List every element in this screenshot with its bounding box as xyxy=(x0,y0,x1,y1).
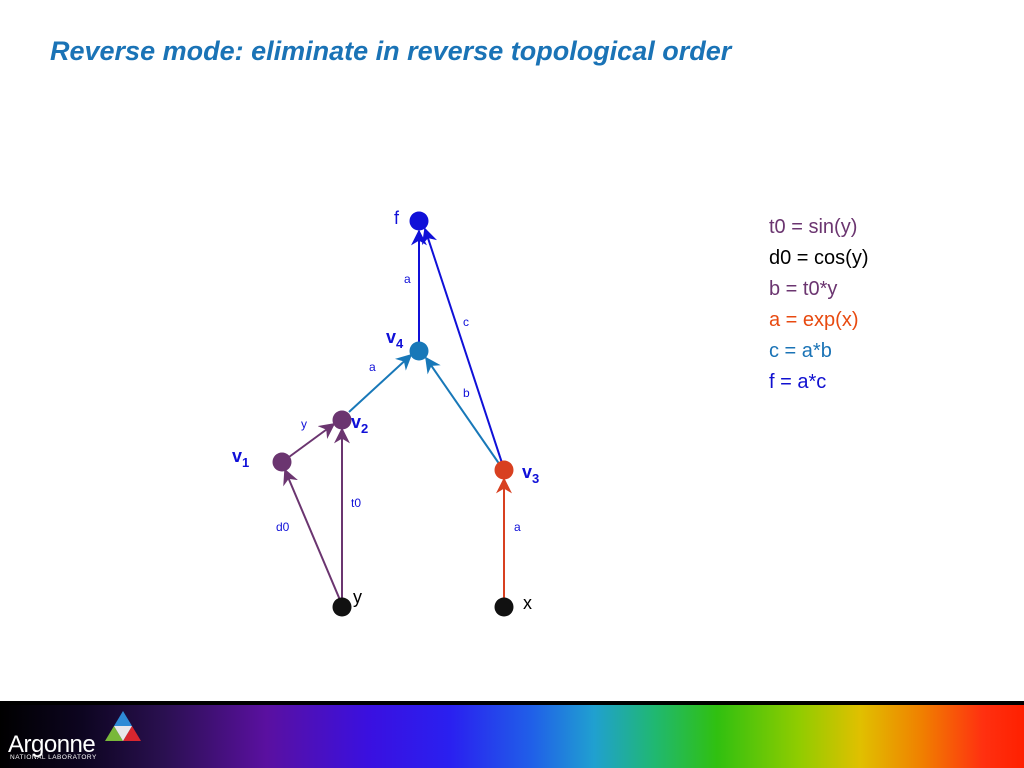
argonne-triangle-icon xyxy=(105,711,141,741)
node-label-v2: v2 xyxy=(351,412,368,436)
node-x xyxy=(494,597,514,617)
node-label-y: y xyxy=(353,587,362,607)
edge-label-v2-v4: a xyxy=(369,360,376,374)
node-v2 xyxy=(332,410,352,430)
code-line-c: c = a*b xyxy=(769,340,832,362)
node-label-x: x xyxy=(523,593,532,613)
edge-v2-v4 xyxy=(348,353,413,413)
edge-v3-v4 xyxy=(425,356,501,466)
code-line-t0: t0 = sin(y) xyxy=(769,216,858,238)
edge-label-v1-v2: y xyxy=(301,417,307,431)
node-v3 xyxy=(494,460,514,480)
node-f xyxy=(409,211,429,231)
edge-v1-v2 xyxy=(288,423,336,458)
code-line-f: f = a*c xyxy=(769,371,827,393)
logo-wordmark: Argonne xyxy=(8,731,96,758)
edge-y-v1 xyxy=(283,468,341,601)
spectrum-bar xyxy=(0,705,1024,768)
node-y xyxy=(332,597,352,617)
argonne-logo: Argonne NATIONAL LABORATORY xyxy=(8,711,148,765)
code-line-b: b = t0*y xyxy=(769,278,838,300)
edge-label-v3-v4: b xyxy=(463,386,470,400)
node-label-v4: v4 xyxy=(386,327,404,351)
node-v4 xyxy=(409,341,429,361)
node-label-f: f xyxy=(394,208,400,228)
footer-divider xyxy=(0,701,1024,705)
code-line-a: a = exp(x) xyxy=(769,309,859,331)
edge-label-v4-f: a xyxy=(404,272,411,286)
edge-label-y-v1: d0 xyxy=(276,520,290,534)
node-label-v3: v3 xyxy=(522,462,539,486)
edge-v3-f xyxy=(421,227,503,464)
node-v1 xyxy=(272,452,292,472)
edge-label-v3-f: c xyxy=(463,315,469,329)
slide-title: Reverse mode: eliminate in reverse topol… xyxy=(50,36,732,66)
footer-banner: Argonne NATIONAL LABORATORY xyxy=(0,701,1024,768)
edge-label-y-v2: t0 xyxy=(351,496,361,510)
code-listing: t0 = sin(y) d0 = cos(y) b = t0*y a = exp… xyxy=(769,212,868,398)
computational-graph: f y x v4 v2 v1 v3 d0 t0 y a b a a c xyxy=(232,208,539,617)
code-line-d0: d0 = cos(y) xyxy=(769,247,869,269)
node-label-v1: v1 xyxy=(232,446,249,470)
logo-subtitle: NATIONAL LABORATORY xyxy=(10,754,97,761)
edge-label-x-v3: a xyxy=(514,520,521,534)
